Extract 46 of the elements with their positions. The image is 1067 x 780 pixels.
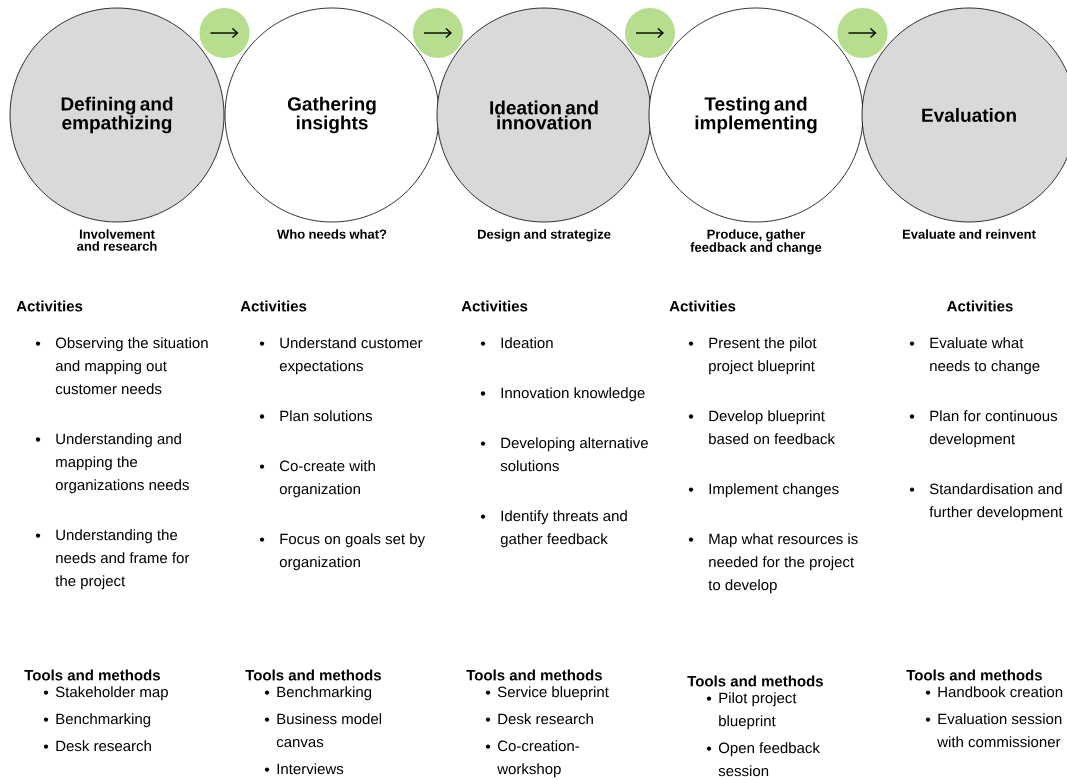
list-item: Evaluate what needs to change [909,337,1040,375]
list-item: Plan for continuous development [909,410,1058,448]
section-heading: Activities [461,300,528,312]
list-item: Benchmarking [43,713,151,728]
section-heading: Activities [240,300,307,312]
list-item: Evaluation session with commissioner [925,713,1062,748]
section-heading: Activities [669,300,736,312]
list-item: Develop blueprint based on feedback [688,410,835,445]
list-item: Innovation knowledge [480,387,645,402]
list-item: Ideation [480,337,553,349]
stage-subtitle: Evaluate and reinvent [902,229,1036,239]
list-item: Understanding and mapping the organizations needs [35,433,189,494]
list-item: Co-creation-workshop [485,740,580,778]
section-heading: Activities [947,300,1013,312]
list-item: Plan solutions [259,410,372,422]
list-item: Implement changes [688,483,839,498]
list-item: Understanding the needs and frame for the project [35,529,190,590]
section-heading: Tools and methods [245,669,381,681]
list-item: Co-create with organization [259,460,375,498]
section-heading: Tools and methods [906,669,1042,681]
list-item: Present the pilot project blueprint [688,337,817,375]
list-item: Focus on goals set by organization [259,533,426,571]
list-item: Map what resources is needed for the project to develop [688,533,858,594]
list-item: Desk research [485,713,593,725]
stage-subtitle: Involvement and research [77,229,157,251]
list-item: Business model canvas [264,713,382,748]
section-heading: Activities [16,300,83,312]
list-item: Benchmarking [264,686,372,701]
list-item: Interviews [264,763,344,775]
list-item: Desk research [43,740,151,752]
list-item: Pilot project blueprint [706,692,797,730]
list-item: Open feedback session [706,742,820,777]
list-item: Stakeholder map [43,686,168,701]
list-item: Identify threats and gather feedback [480,510,627,548]
list-item: Handbook creation [925,686,1063,698]
section-heading: Tools and methods [466,669,602,681]
stage-subtitle: Design and strategize [477,229,611,242]
list-item: Understand customer expectations [259,337,423,375]
stage-subtitle: Who needs what? [277,229,387,239]
list-item: Service blueprint [485,686,609,701]
stage-subtitle: Produce, gather feedback and change [690,229,822,255]
list-item: Developing alternative solutions [480,437,648,472]
list-item: Observing the situation and mapping out customer needs [35,337,208,395]
section-heading: Tools and methods [687,675,823,687]
list-item: Standardisation and further development [909,483,1063,521]
section-heading: Tools and methods [24,669,160,681]
